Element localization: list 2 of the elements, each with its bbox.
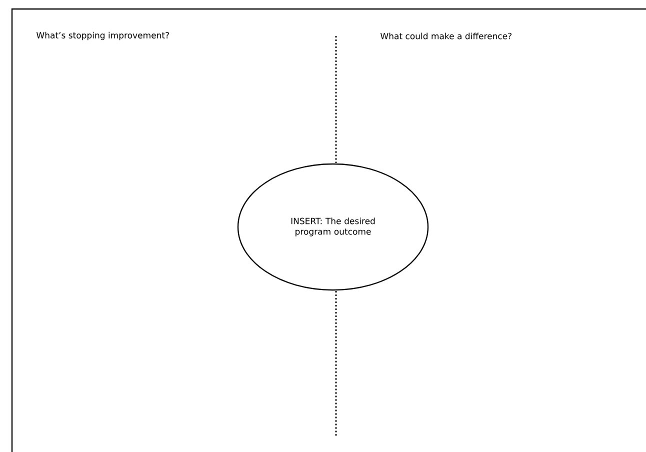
column-heading: What’s stopping improvement? bbox=[36, 32, 169, 40]
column-heading: What could make a difference? bbox=[380, 32, 512, 40]
